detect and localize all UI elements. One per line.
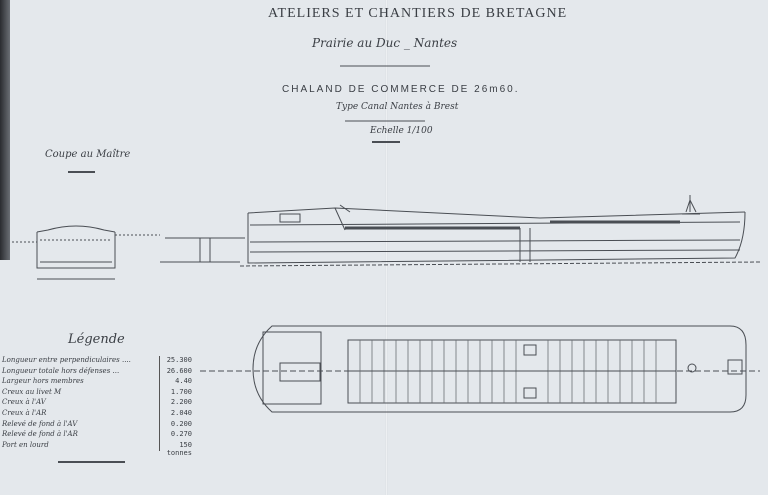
plan-scale: Echelle 1/100 (370, 126, 433, 136)
plan-model: CHALAND DE COMMERCE DE 26m60. (282, 84, 520, 95)
legend-row: Longueur totale hors défenses ...26.600 (2, 366, 192, 378)
plan-type: Type Canal Nantes à Brest (336, 102, 459, 112)
side-elevation (239, 195, 761, 267)
bow-detail (160, 237, 245, 263)
legend-row: Longueur entre perpendiculaires ....25.3… (2, 356, 192, 367)
legend-table: Longueur entre perpendiculaires ....25.3… (2, 356, 192, 457)
plan-location: Prairie au Duc _ Nantes (312, 36, 458, 50)
midship-section (12, 225, 160, 280)
title-rules (58, 65, 430, 463)
legend-title: Légende (68, 332, 125, 347)
paper-fold (385, 0, 388, 495)
plan-title: ATELIERS ET CHANTIERS DE BRETAGNE (268, 6, 568, 21)
photo-edge (0, 0, 10, 260)
section-title: Coupe au Maître (45, 149, 131, 160)
plan-view (200, 325, 760, 413)
